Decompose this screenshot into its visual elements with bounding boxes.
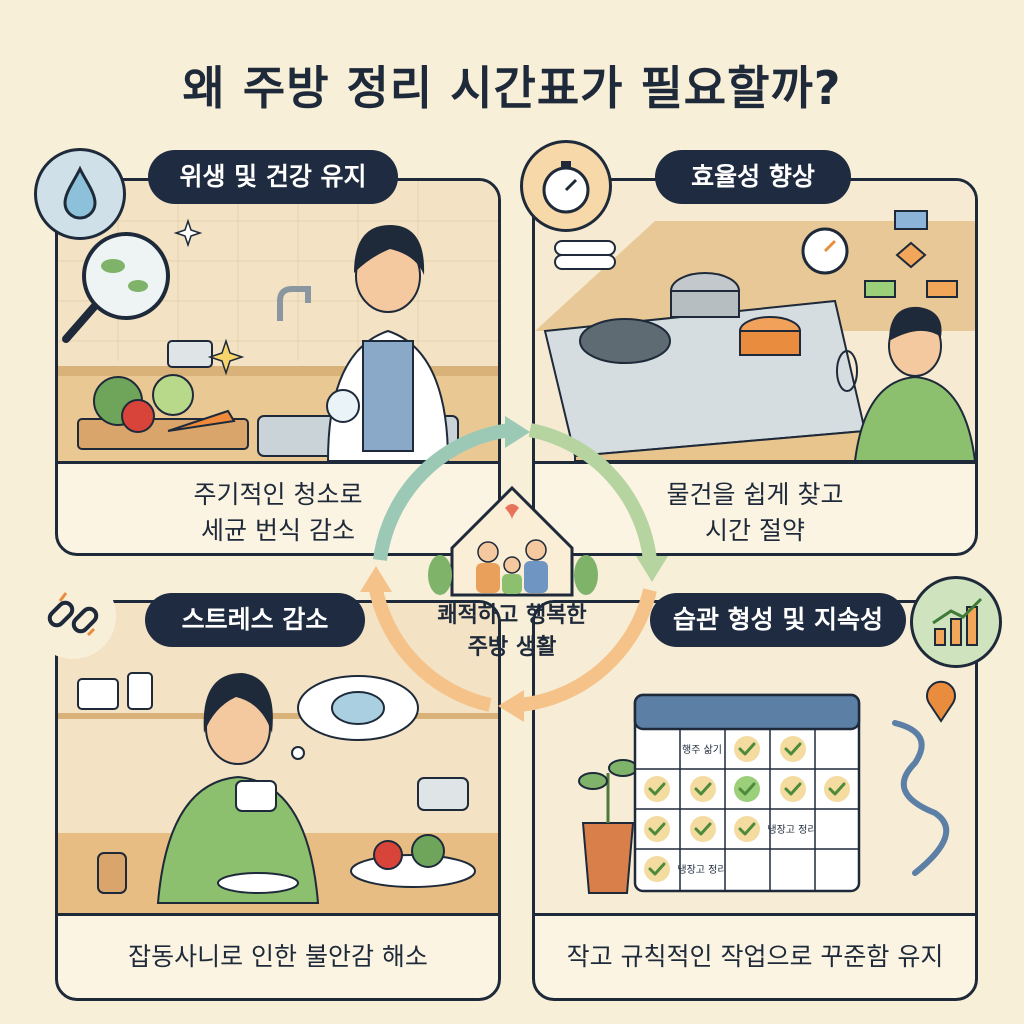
center-message: 쾌적하고 행복한 주방 생활: [392, 600, 632, 664]
efficiency-heading: 효율성 향상: [655, 150, 851, 204]
page-title: 왜 주방 정리 시간표가 필요할까?: [182, 61, 842, 115]
calendar-note-3: 냉장고 정리: [677, 864, 726, 876]
stopwatch-icon: [520, 140, 612, 232]
center-line2: 주방 생활: [467, 635, 557, 660]
efficiency-caption-line1: 물건을 쉽게 찾고: [666, 480, 844, 509]
growth-chart-icon: [910, 576, 1002, 668]
hygiene-heading: 위생 및 건강 유지: [148, 150, 398, 204]
panel-stress: 잡동사니로 인한 불안감 해소: [55, 600, 501, 1001]
habit-scene: 행주 삶기 냉장고 정리 냉장고 정리: [535, 603, 975, 913]
efficiency-scene: [535, 181, 975, 461]
broken-chain-icon: [30, 573, 116, 659]
panel-habit: 행주 삶기 냉장고 정리 냉장고 정리 작고 규칙적인 작업으로 꾸준함 유지: [532, 600, 978, 1001]
hygiene-caption-line2: 세균 번식 감소: [201, 516, 355, 545]
hygiene-scene: [58, 181, 498, 461]
water-drop-icon: [34, 148, 126, 240]
stress-heading: 스트레스 감소: [145, 593, 365, 647]
efficiency-caption-line2: 시간 절약: [705, 516, 805, 545]
center-line1: 쾌적하고 행복한: [437, 603, 587, 628]
hygiene-caption-line1: 주기적인 청소로: [193, 480, 363, 509]
habit-heading: 습관 형성 및 지속성: [650, 593, 906, 647]
stress-caption: 잡동사니로 인한 불안감 해소: [128, 942, 428, 971]
habit-caption: 작고 규칙적인 작업으로 꾸준함 유지: [566, 942, 944, 971]
calendar-note-1: 행주 삶기: [682, 744, 722, 756]
calendar-note-2: 냉장고 정리: [767, 824, 816, 836]
panel-efficiency: 물건을 쉽게 찾고 시간 절약: [532, 178, 978, 556]
